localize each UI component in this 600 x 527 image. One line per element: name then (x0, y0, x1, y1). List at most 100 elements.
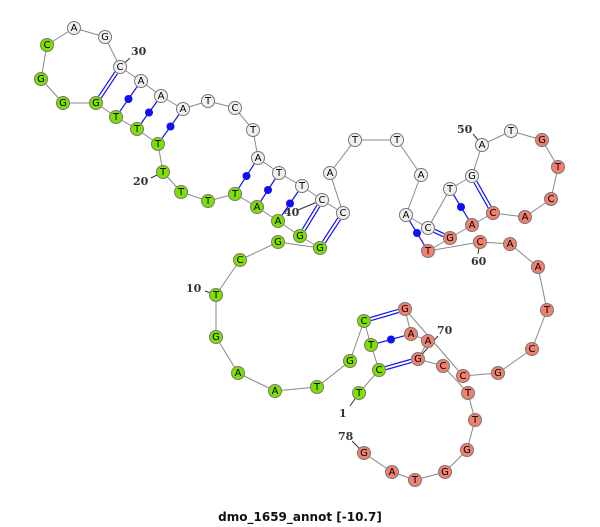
nucleotide-circle (465, 169, 479, 183)
base-pair-gc (433, 231, 444, 238)
nucleotide-letter: T (298, 181, 306, 192)
nucleotide-45: A (414, 168, 428, 182)
nucleotide-letter: A (469, 220, 476, 231)
nucleotide-13: G (313, 241, 327, 255)
nucleotide-59: T (421, 244, 435, 258)
nucleotide-circle (134, 74, 148, 88)
nucleotide-circle (151, 137, 165, 151)
backbone-link (427, 241, 481, 252)
position-label-78: 78 (338, 430, 354, 443)
nucleotide-circle (56, 96, 70, 110)
base-pair-gc (473, 182, 489, 208)
nucleotide-letter: G (37, 74, 45, 85)
nucleotide-25: G (56, 96, 70, 110)
nucleotide-14: G (293, 229, 307, 243)
nucleotide-letter: C (440, 361, 447, 372)
nucleotide-letter: T (313, 382, 321, 393)
position-label-10: 10 (186, 282, 202, 295)
nucleotide-18: T (201, 194, 215, 208)
base-pair-gc (100, 73, 118, 99)
structure-title: dmo_1659_annot [-10.7] (218, 510, 382, 524)
nucleotide-letter: T (424, 246, 432, 257)
base-pair-dot (166, 122, 175, 131)
base-pair-dot (242, 172, 251, 180)
nucleotide-circle (310, 380, 324, 394)
nucleotide-circle (231, 366, 245, 380)
nucleotide-letter: G (414, 354, 422, 365)
nucleotide-circle (461, 386, 475, 400)
nucleotide-circle (323, 166, 337, 180)
nucleotide-15: A (271, 214, 285, 228)
nucleotide-52: G (535, 133, 549, 147)
nucleotide-circle (421, 334, 435, 348)
nucleotide-8: A (231, 366, 245, 380)
nucleotide-circle (67, 21, 81, 35)
nucleotide-letter: C (117, 62, 124, 73)
nucleotide-32: A (154, 89, 168, 103)
nucleotide-circle (372, 363, 386, 377)
base-pair-gc (370, 311, 399, 322)
base-pair-dot (413, 229, 421, 237)
nucleotide-54: C (544, 192, 558, 206)
nucleotide-65: G (491, 366, 505, 380)
backbone-link (349, 320, 365, 362)
nucleotide-letter: G (463, 445, 471, 456)
nucleotide-circle (154, 89, 168, 103)
backbone (40, 27, 559, 481)
base-pair-dot (124, 95, 133, 103)
base-pair-gc (301, 204, 318, 230)
nucleotide-letter: G (212, 332, 220, 343)
nucleotide-38: T (272, 166, 286, 180)
nucleotide-circle (385, 465, 399, 479)
nucleotide-10: T (209, 288, 223, 302)
position-label-1: 1 (339, 407, 347, 420)
nucleotide-circle (176, 102, 190, 116)
backbone-link (316, 360, 351, 388)
nucleotide-letter: T (393, 135, 401, 146)
nucleotide-letter: A (180, 104, 187, 115)
backbone-link (329, 172, 344, 214)
nucleotide-71: C (436, 359, 450, 373)
nucleotide-letter: C (529, 344, 536, 355)
nucleotide-72: T (461, 386, 475, 400)
nucleotide-circle (414, 168, 428, 182)
nucleotide-57: A (465, 218, 479, 232)
nucleotide-letter: T (507, 126, 515, 137)
backbone-link (239, 241, 279, 261)
nucleotide-circle (504, 124, 518, 138)
base-pair-dot (145, 108, 153, 117)
nucleotide-33: A (176, 102, 190, 116)
base-pair-gc (304, 206, 321, 232)
nucleotide-61: A (503, 237, 517, 251)
nucleotide-47: C (421, 221, 435, 235)
nucleotide-letter: T (133, 124, 141, 135)
nucleotide-circle (468, 413, 482, 427)
nucleotide-letter: T (275, 168, 283, 179)
nucleotide-37: A (251, 151, 265, 165)
nucleotide-21: T (151, 137, 165, 151)
nucleotide-letter: G (401, 304, 409, 315)
nucleotide-letter: T (177, 187, 185, 198)
base-pair-gc (476, 181, 492, 207)
base-pairs (98, 71, 492, 371)
nucleotide-letter: A (158, 91, 165, 102)
nucleotide-letter: G (346, 356, 354, 367)
nucleotide-circle (251, 151, 265, 165)
nucleotide-letter: C (460, 371, 467, 382)
nucleotide-circle (156, 165, 170, 179)
nucleotide-letter: A (275, 216, 282, 227)
nucleotide-letter: G (494, 368, 502, 379)
nucleotide-letter: A (522, 212, 529, 223)
nucleotide-4: C (357, 314, 371, 328)
nucleotide-2: C (372, 363, 386, 377)
nucleotide-22: T (130, 122, 144, 136)
position-label-50: 50 (457, 123, 473, 136)
nucleotide-letter: G (92, 98, 100, 109)
nucleotide-circle (271, 235, 285, 249)
nucleotide-9: G (209, 330, 223, 344)
nucleotide-48: T (443, 182, 457, 196)
backbone-link (427, 188, 451, 229)
backbone-link (396, 139, 422, 176)
nucleotide-letter: C (319, 195, 326, 206)
nucleotide-letter: G (316, 243, 324, 254)
